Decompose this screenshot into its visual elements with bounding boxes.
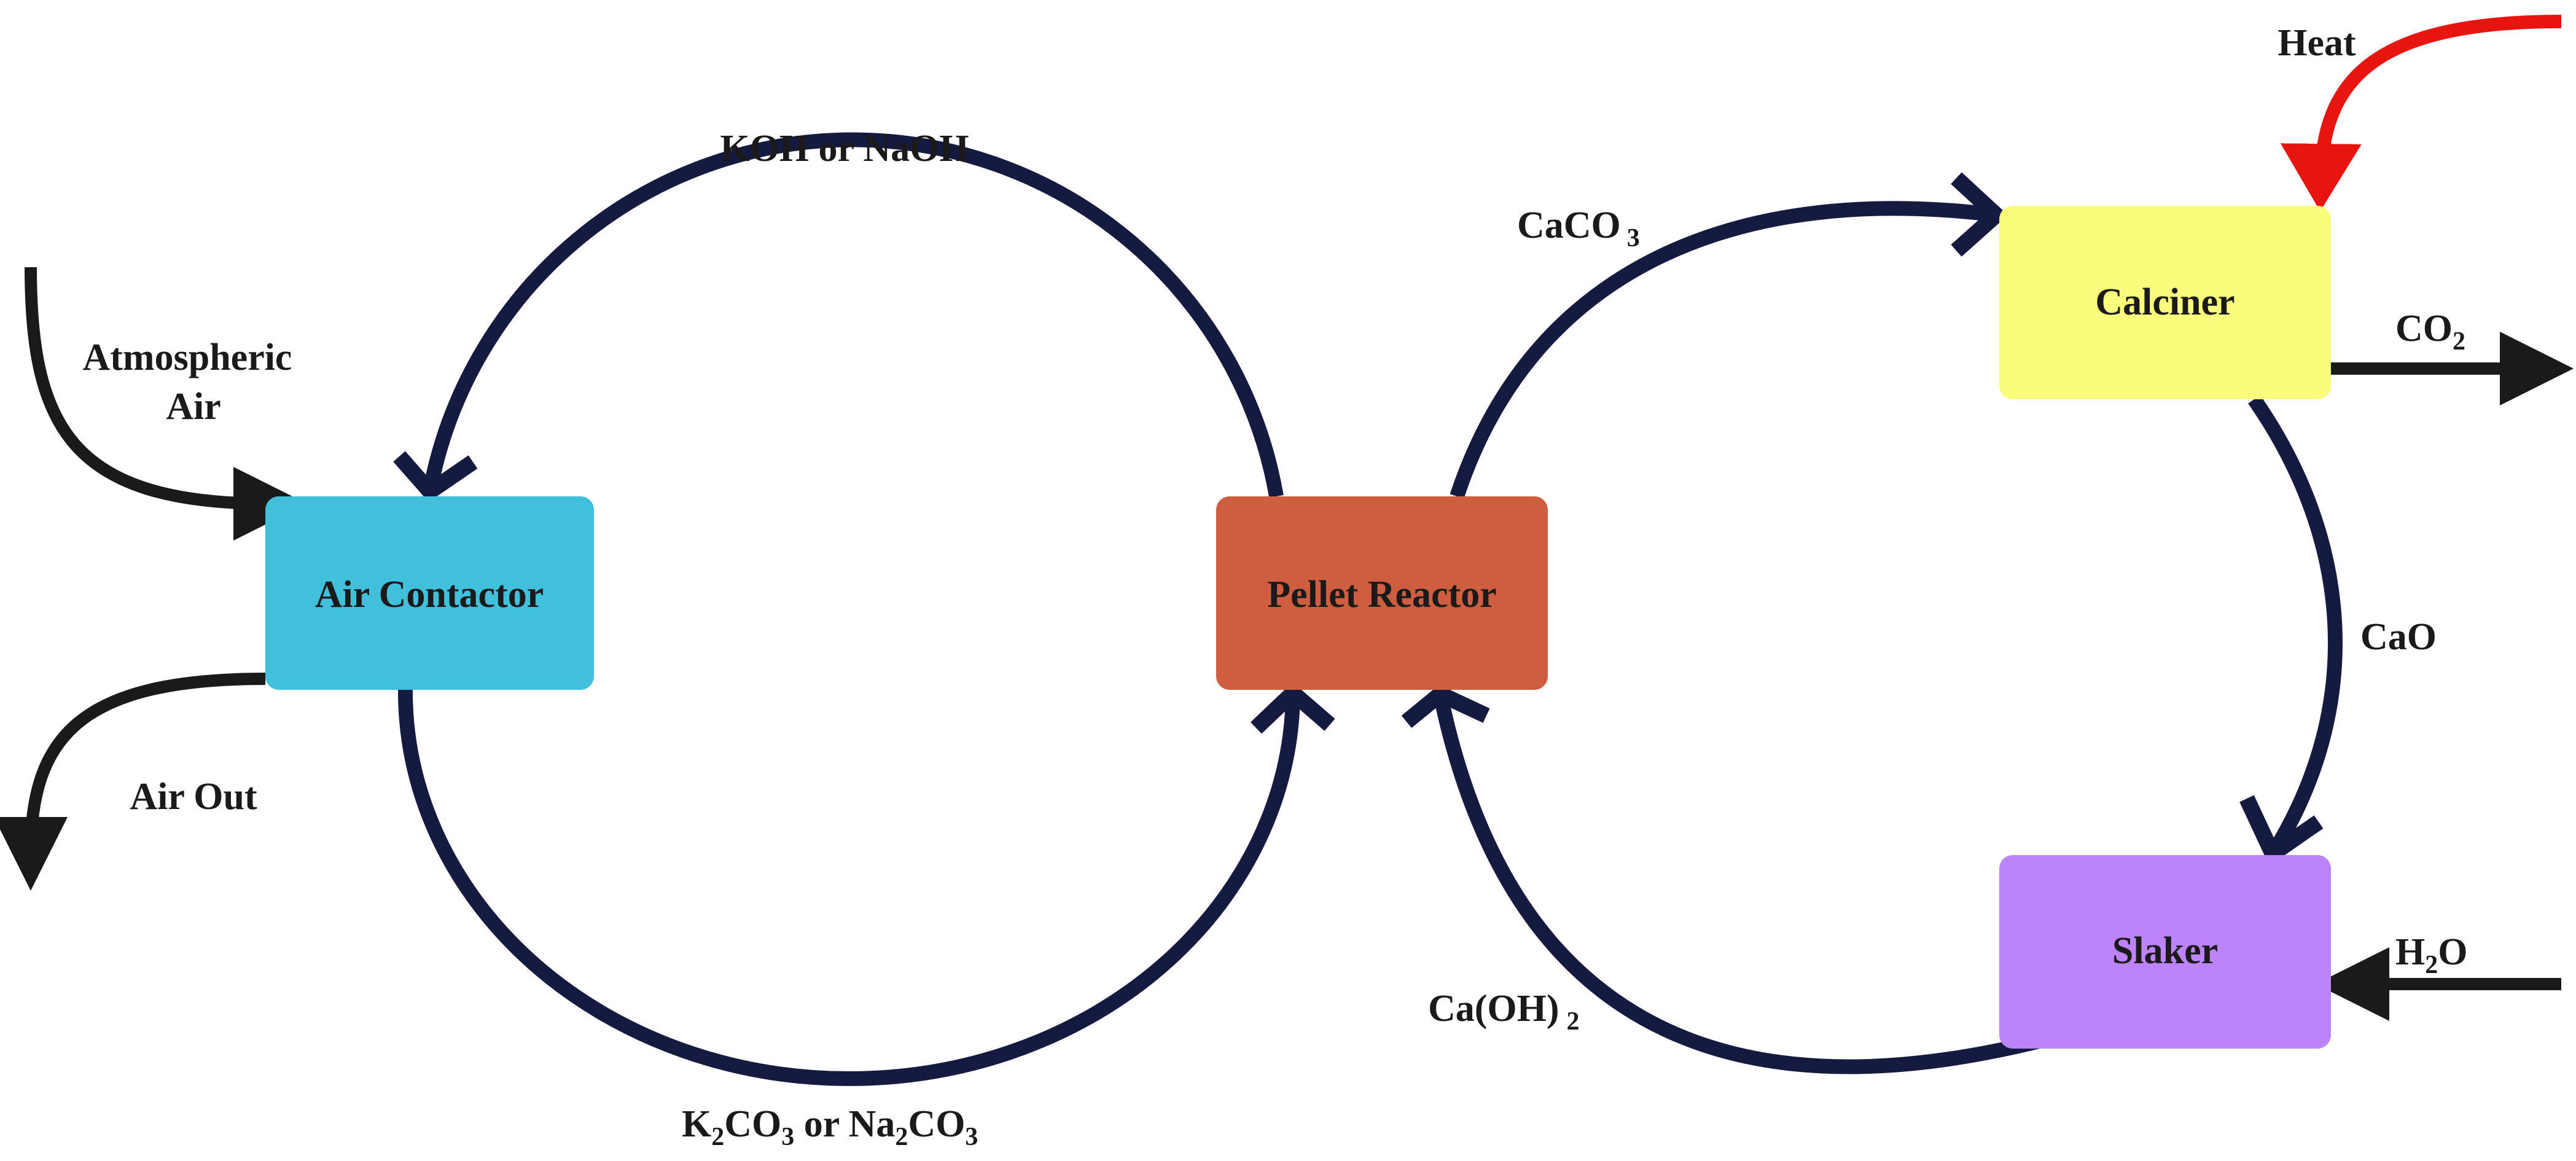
carbonate-label: K2CO3 or Na2CO3 — [682, 1103, 978, 1151]
stream-labels: Atmospheric Air Air Out KOH or NaOH K2CO… — [83, 22, 2468, 1151]
co2-sub: 2 — [2453, 327, 2465, 356]
air-out-label: Air Out — [130, 776, 257, 818]
carbonate-arrowhead — [1251, 682, 1335, 734]
carbonate-co: CO — [724, 1103, 781, 1145]
slaker-box — [1999, 855, 2331, 1049]
air-out-arrow — [0, 673, 266, 891]
unit-air-contactor: Air Contactor — [265, 496, 594, 690]
h2o-sub: 2 — [2425, 951, 2438, 979]
caoh2-sub: 2 — [1567, 1007, 1580, 1036]
koh-naoh-arc — [423, 132, 1284, 498]
carbonate-na-sub: 2 — [895, 1123, 908, 1151]
caco3-arrowhead — [1951, 172, 2008, 257]
caoh2-label: Ca(OH) 2 — [1428, 988, 1580, 1036]
h2o-pre: H — [2395, 931, 2425, 973]
air-contactor-label: Air Contactor — [315, 574, 544, 616]
carbonate-co2-sub: 3 — [965, 1123, 978, 1151]
caco3-text: CaCO — [1517, 205, 1621, 246]
cao-arrowhead — [2239, 795, 2324, 866]
caco3-arc — [1450, 201, 1997, 499]
unit-slaker: Slaker — [1999, 855, 2331, 1049]
heat-arrow — [2280, 15, 2562, 211]
h2o-label: H2O — [2395, 931, 2467, 979]
atmospheric-air-arrow — [25, 267, 307, 541]
hydroxide-loop — [393, 132, 1335, 1086]
co2-label: CO2 — [2395, 308, 2465, 356]
cao-arc — [2248, 395, 2343, 858]
pellet-reactor-label: Pellet Reactor — [1267, 574, 1496, 616]
air-contactor-box — [265, 496, 594, 690]
cao-label: CaO — [2360, 616, 2437, 658]
calcium-loop — [1401, 172, 2343, 1074]
carbonate-co-sub: 3 — [781, 1123, 794, 1151]
unit-pellet-reactor: Pellet Reactor — [1216, 496, 1548, 690]
pellet-reactor-box — [1216, 496, 1548, 690]
caoh2-text: Ca(OH) — [1428, 988, 1559, 1030]
slaker-label: Slaker — [2112, 930, 2218, 972]
external-streams — [0, 15, 2574, 1021]
carbonate-k: K — [682, 1103, 711, 1145]
hydroxide-label: KOH or NaOH — [720, 128, 969, 170]
caoh2-arc — [1433, 692, 2053, 1074]
unit-calciner: Calciner — [1999, 206, 2331, 399]
koh-naoh-arrowhead — [393, 451, 478, 502]
atmospheric-air-label-line1: Atmospheric — [83, 337, 292, 378]
caco3-sub: 3 — [1627, 224, 1640, 252]
h2o-post: O — [2438, 931, 2467, 973]
caoh2-arrowhead — [1401, 684, 1490, 729]
calciner-box — [1999, 206, 2331, 399]
carbonate-co2: CO — [908, 1103, 965, 1145]
co2-text: CO — [2395, 308, 2453, 350]
atmospheric-air-label-line2: Air — [166, 386, 221, 428]
carbonate-k-sub: 2 — [711, 1123, 724, 1151]
calciner-label: Calciner — [2095, 281, 2234, 323]
carbonate-arc — [397, 687, 1300, 1086]
carbonate-mid: or Na — [794, 1103, 895, 1145]
heat-label: Heat — [2277, 22, 2356, 64]
